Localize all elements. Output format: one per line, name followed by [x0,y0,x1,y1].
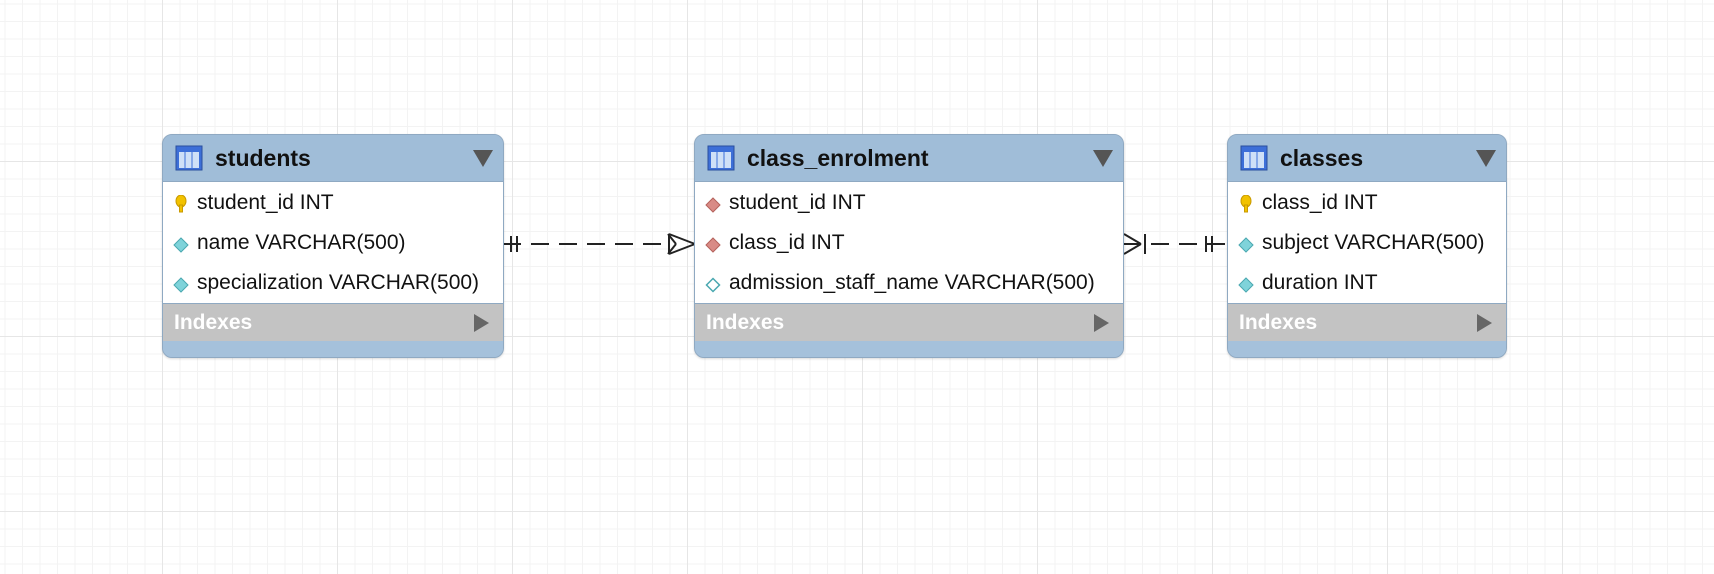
column-label: student_id INT [197,191,334,214]
column-row[interactable]: student_id INT [163,183,503,223]
primary-key-icon [173,194,189,213]
expand-arrow-icon[interactable] [474,313,489,332]
column-list: student_id INT class_id INT admission_st… [695,181,1123,304]
column-row[interactable]: class_id INT [1228,183,1506,223]
expand-arrow-icon[interactable] [1094,313,1109,332]
table-header[interactable]: students [163,135,503,181]
indexes-section[interactable]: Indexes [1228,304,1506,341]
crowfoot-mark [668,233,696,245]
column-diamond-icon [1238,235,1254,253]
column-row[interactable]: admission_staff_name VARCHAR(500) [695,263,1123,303]
indexes-section[interactable]: Indexes [163,304,503,341]
collapse-arrow-icon[interactable] [473,149,493,167]
indexes-label: Indexes [706,310,785,334]
indexes-label: Indexes [1239,310,1318,334]
column-row[interactable]: name VARCHAR(500) [163,223,503,263]
column-label: specialization VARCHAR(500) [197,271,480,294]
column-label: class_id INT [729,231,845,254]
column-label: name VARCHAR(500) [197,231,406,254]
table-title: students [215,144,311,171]
table-class-enrolment[interactable]: class_enrolment student_id INT class_id … [694,134,1124,358]
primary-key-icon [1238,194,1254,213]
table-footer [163,341,503,357]
crowfoot-mark [1123,243,1142,255]
column-row[interactable]: subject VARCHAR(500) [1228,223,1506,263]
collapse-arrow-icon[interactable] [1476,149,1496,167]
table-footer [695,341,1123,357]
collapse-arrow-icon[interactable] [1093,149,1113,167]
table-classes[interactable]: classes class_id INT subject VARCHAR(500… [1227,134,1507,358]
foreign-key-icon [705,235,721,253]
column-row[interactable]: specialization VARCHAR(500) [163,263,503,303]
column-row[interactable]: student_id INT [695,183,1123,223]
column-label: student_id INT [729,191,866,214]
column-list: class_id INT subject VARCHAR(500) durati… [1228,181,1506,304]
column-label: class_id INT [1262,191,1378,214]
column-diamond-icon [173,235,189,253]
column-row[interactable]: class_id INT [695,223,1123,263]
column-row[interactable]: duration INT [1228,263,1506,303]
crowfoot-mark [668,243,696,255]
column-diamond-icon [173,275,189,293]
crowfoot-mark [1123,233,1142,245]
nullable-column-icon [705,275,721,293]
column-list: student_id INT name VARCHAR(500) special… [163,181,503,304]
table-icon [707,145,735,171]
column-label: admission_staff_name VARCHAR(500) [729,271,1095,294]
table-footer [1228,341,1506,357]
foreign-key-icon [705,195,721,213]
indexes-section[interactable]: Indexes [695,304,1123,341]
table-header[interactable]: classes [1228,135,1506,181]
table-title: class_enrolment [747,144,929,171]
table-icon [175,145,203,171]
column-label: subject VARCHAR(500) [1262,231,1485,254]
column-diamond-icon [1238,275,1254,293]
indexes-label: Indexes [174,310,253,334]
table-title: classes [1280,144,1364,171]
expand-arrow-icon[interactable] [1477,313,1492,332]
table-icon [1240,145,1268,171]
relationship-students-class-enrolment[interactable] [503,233,696,255]
table-header[interactable]: class_enrolment [695,135,1123,181]
relationship-class-enrolment-classes[interactable] [1123,233,1228,255]
column-label: duration INT [1262,271,1378,294]
table-students[interactable]: students student_id INT name VARCHAR(500… [162,134,504,358]
